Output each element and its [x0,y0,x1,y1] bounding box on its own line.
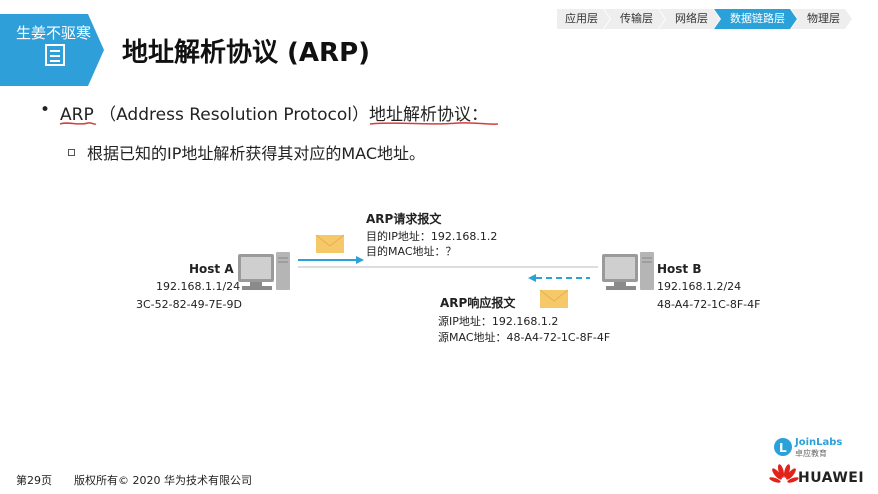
slide-title: 地址解析协议 (ARP) [122,38,371,68]
bullet-arp-text: ARP （Address Resolution Protocol）地址解析协议： [60,105,488,125]
crumb-network-layer[interactable]: 网络层 [659,9,720,29]
host-a-ip: 192.168.1.1/24 [156,280,241,293]
crumb-application-layer[interactable]: 应用层 [557,9,610,29]
page-number: 第29页 [16,474,52,487]
bullet-arp-purpose: 根据已知的IP地址解析获得其对应的MAC地址。 [68,140,425,164]
joinlabs-subtitle: 卓应教育 [795,449,827,458]
request-arrow-icon [298,256,364,264]
reply-envelope-icon [539,289,569,308]
svg-text:L: L [779,441,787,455]
document-icon [45,44,65,66]
host-a-computer-icon[interactable] [238,252,290,290]
arp-reply-title: ARP响应报文 [440,296,516,310]
layer-breadcrumb: 应用层 传输层 网络层 数据链路层 物理层 [557,9,846,29]
badge-watermark-text: 生姜不驱寒 [16,24,92,42]
host-a-mac: 3C-52-82-49-7E-9D [136,298,242,311]
crumb-data-link-layer[interactable]: 数据链路层 [714,9,797,29]
host-b-name: Host B [657,262,702,276]
arp-request-dest-mac: 目的MAC地址：？ [366,245,457,258]
bullet-dot-icon: • [40,100,51,120]
square-bullet-icon [68,149,75,156]
host-a-name: Host A [189,262,234,276]
handwritten-underline [59,122,499,125]
host-b-ip: 192.168.1.2/24 [657,280,742,293]
reply-arrow-icon [528,274,590,282]
bullet-arp-purpose-text: 根据已知的IP地址解析获得其对应的MAC地址。 [87,144,426,163]
joinlabs-logo-icon: L [774,438,792,456]
host-b-mac: 48-A4-72-1C-8F-4F [657,298,761,311]
copyright-text: 版权所有© 2020 华为技术有限公司 [74,474,252,487]
crumb-physical-layer[interactable]: 物理层 [791,9,852,29]
arp-reply-src-mac: 源MAC地址：48-A4-72-1C-8F-4F [438,331,611,344]
huawei-wordmark: HUAWEI [798,470,865,486]
arp-request-dest-ip: 目的IP地址：192.168.1.2 [366,230,498,243]
crumb-transport-layer[interactable]: 传输层 [604,9,665,29]
joinlabs-name: JoinLabs [795,437,843,448]
arp-reply-src-ip: 源IP地址：192.168.1.2 [438,315,559,328]
huawei-logo-icon [769,464,799,483]
host-b-computer-icon[interactable] [602,252,654,290]
arp-request-title: ARP请求报文 [366,212,442,226]
request-envelope-icon [315,234,345,253]
